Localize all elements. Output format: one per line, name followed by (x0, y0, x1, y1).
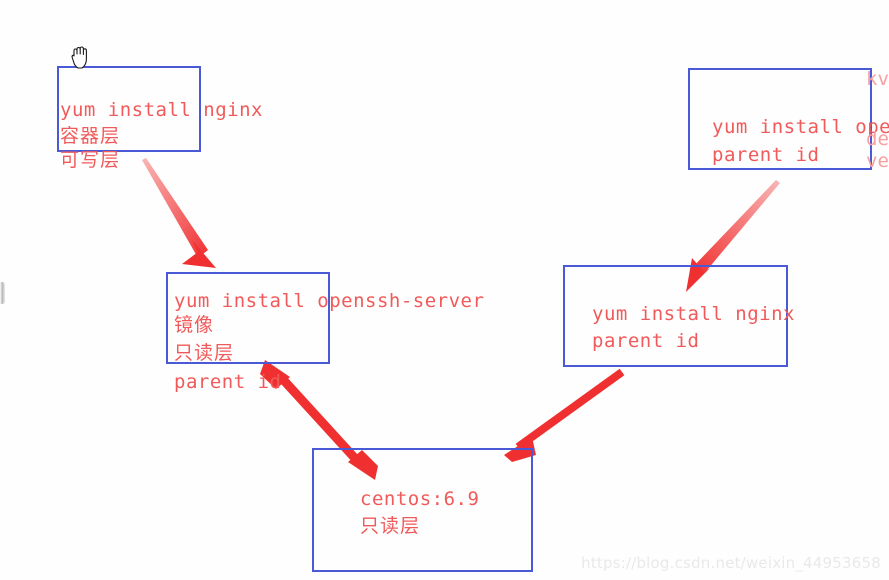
node-container-layer-nginx-line-0: yum install nginx (60, 99, 263, 121)
node-container-layer-nginx-outside-label: 可写层 (60, 149, 121, 171)
node-image-layer-openssh-line-0: yum install openssh-server (174, 290, 485, 312)
node-image-layer-openssh-line-1: 镜像 (174, 314, 215, 336)
node-image-layer-nginx[interactable] (563, 265, 788, 367)
ghost-text-de: de (866, 128, 889, 150)
node-container-layer-nginx[interactable] (57, 66, 201, 152)
node-image-layer-openssh-outside-label: parent id (174, 371, 282, 393)
node-base-image-centos-line-0: centos:6.9 (360, 488, 480, 510)
node-container-layer-openssh-line-0: yum install openssh-server (712, 116, 889, 138)
ghost-text-ve: ve (866, 150, 889, 172)
node-container-layer-openssh[interactable] (688, 68, 872, 170)
node-image-layer-nginx-line-1: parent id (592, 330, 700, 352)
node-image-layer-openssh[interactable] (166, 272, 330, 364)
arrow-nginx-container-to-openssh-image (142, 158, 216, 268)
node-base-image-centos[interactable] (312, 448, 533, 572)
left-edge-scroll-artifact (0, 282, 5, 304)
node-base-image-centos-line-1: 只读层 (360, 515, 421, 537)
node-image-layer-openssh-line-2: 只读层 (174, 342, 235, 364)
grab-hand-cursor (71, 46, 87, 69)
node-container-layer-nginx-line-1: 容器层 (60, 125, 121, 147)
watermark: https://blog.csdn.net/weixin_44953658 (581, 554, 881, 572)
ghost-text-kv: kv (866, 68, 889, 90)
node-image-layer-nginx-line-0: yum install nginx (592, 303, 795, 325)
node-container-layer-openssh-line-1: parent id (712, 144, 820, 166)
